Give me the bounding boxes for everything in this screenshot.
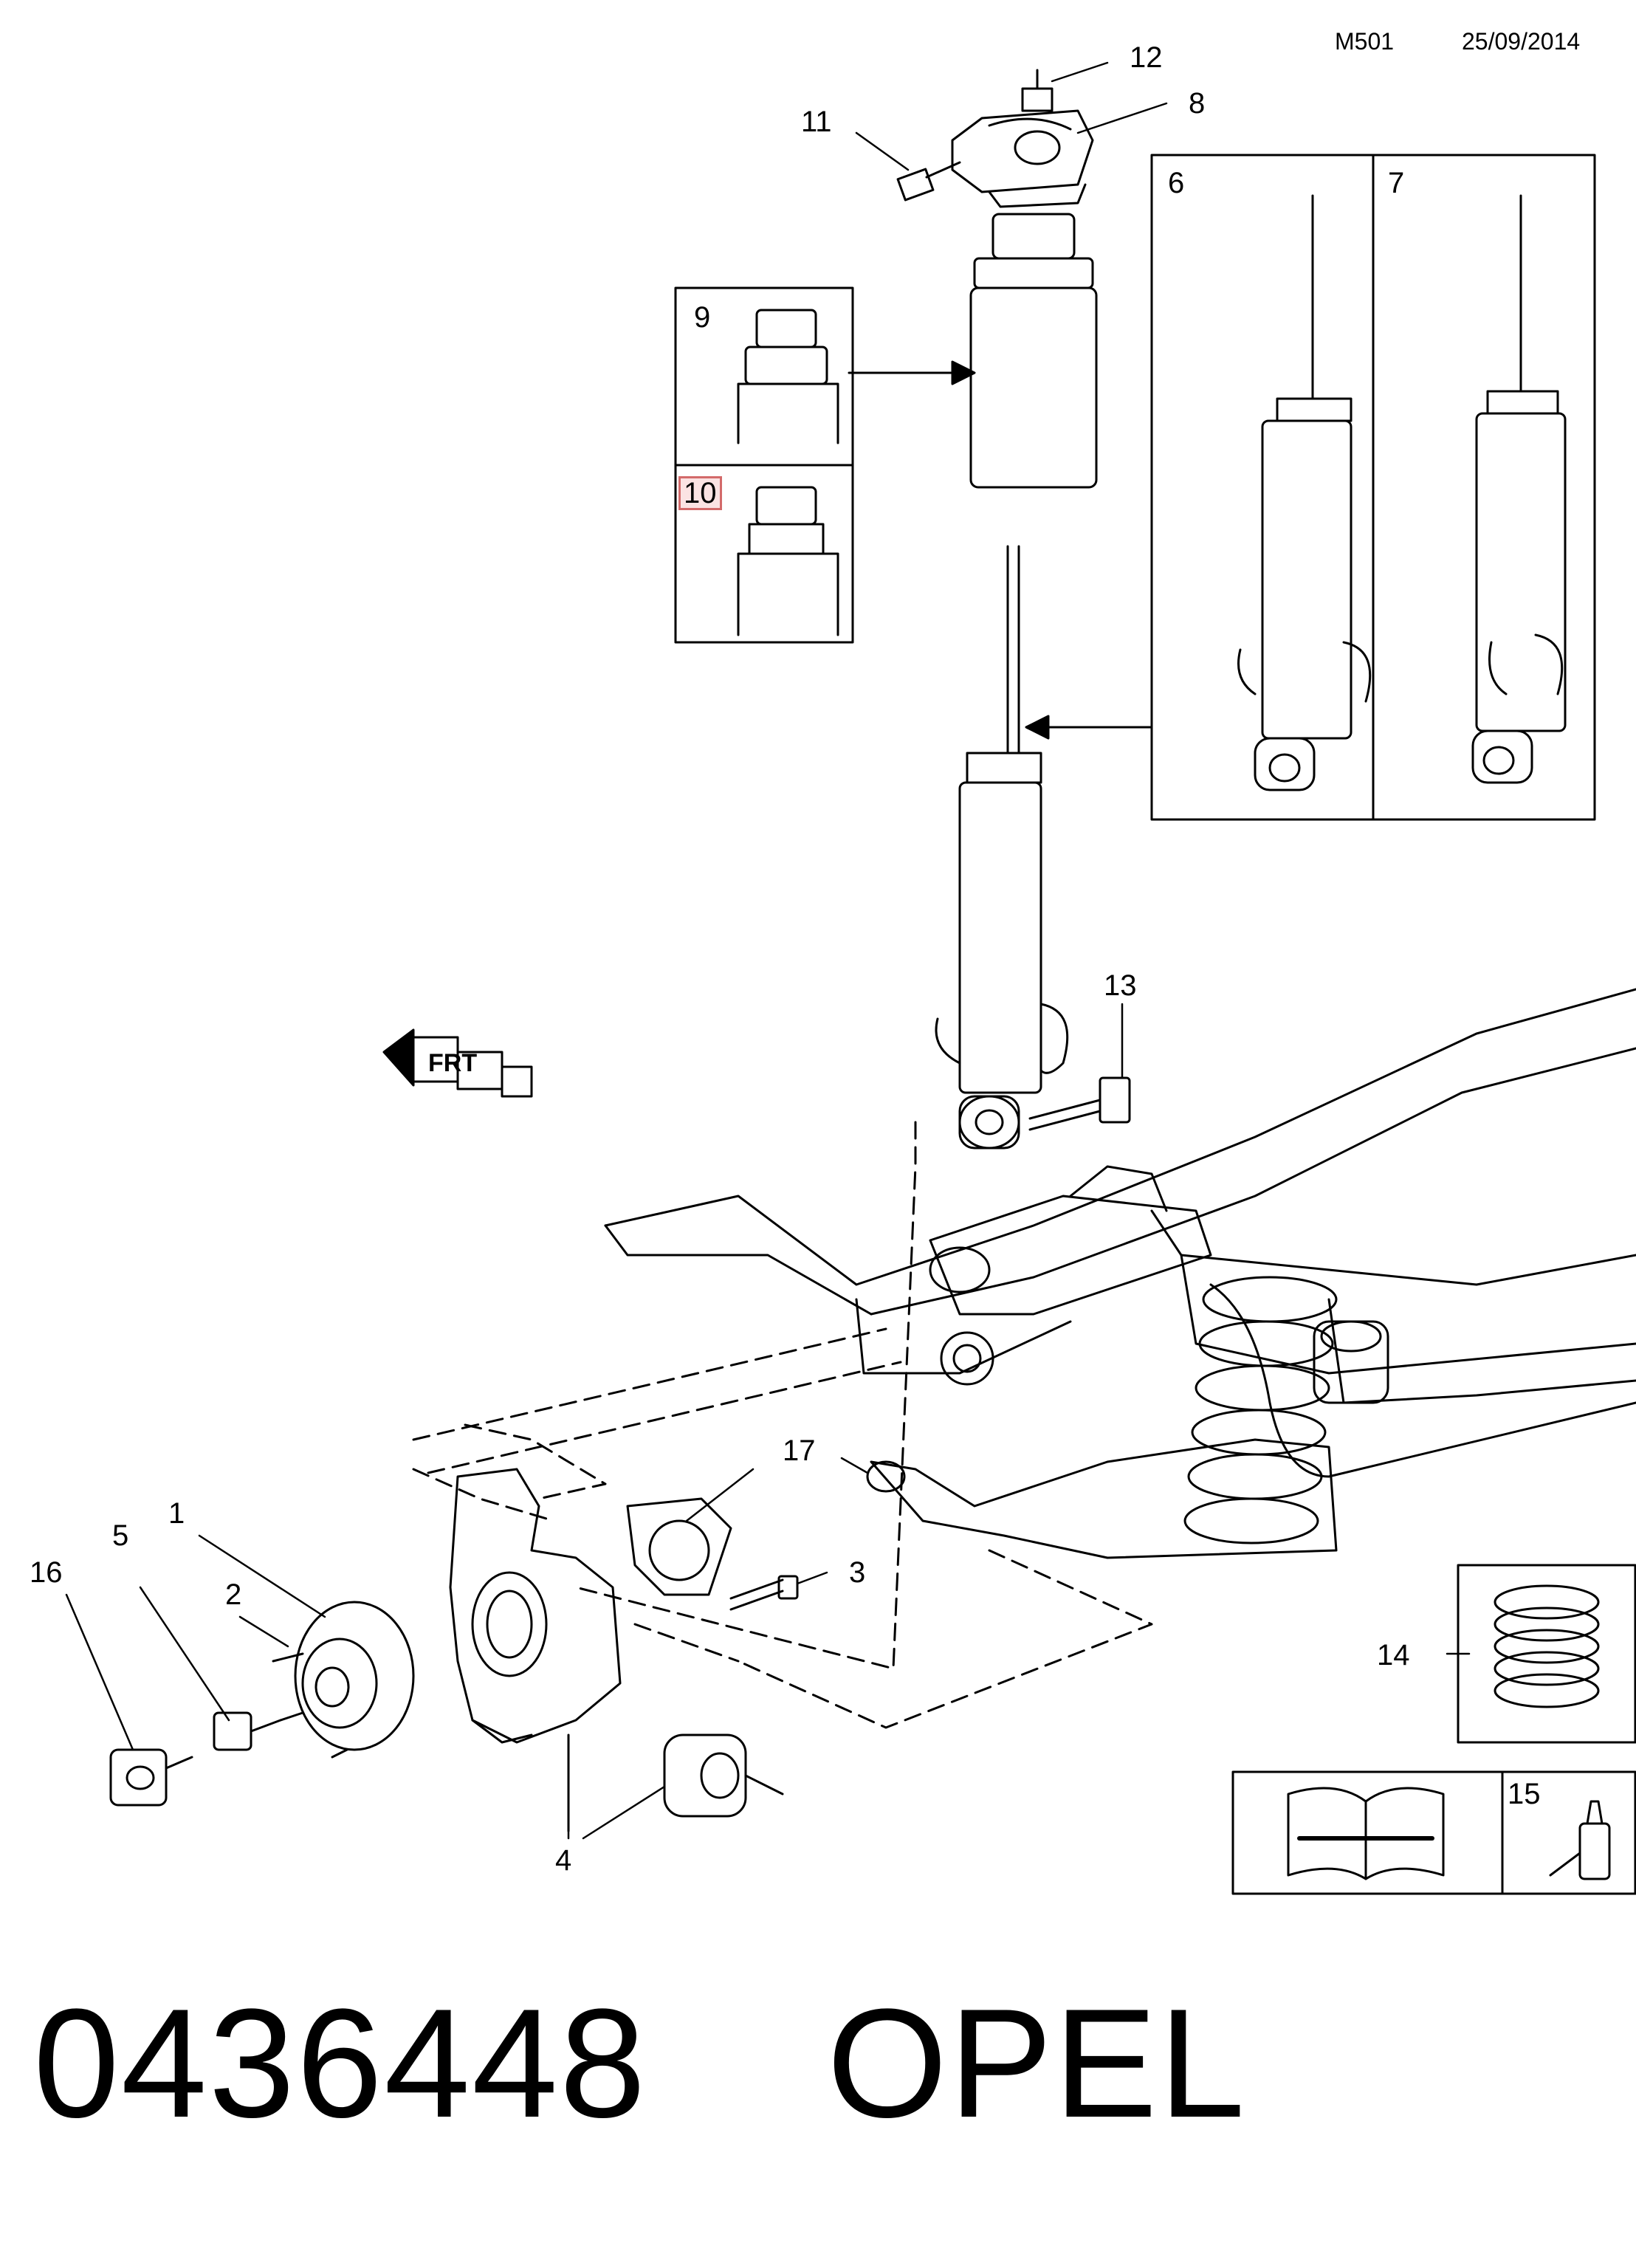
front-direction-arrow (382, 1028, 533, 1098)
bolt-13 (1028, 1076, 1131, 1131)
manual-icon (1287, 1787, 1445, 1880)
leader-lines (65, 61, 1471, 1840)
bolt-3 (729, 1575, 799, 1611)
callout-2: 2 (225, 1578, 242, 1611)
hub-nut (213, 1711, 282, 1751)
callout-10: 10 (678, 476, 722, 510)
exploded-parts-diagram (65, 61, 1636, 1895)
callout-8: 8 (1189, 87, 1206, 120)
steering-knuckle (449, 1468, 622, 1832)
callout-4: 4 (555, 1844, 572, 1877)
callout-11: 11 (801, 106, 832, 138)
shock-variant-7 (1471, 194, 1567, 784)
callout-16: 16 (30, 1556, 63, 1589)
callout-9: 9 (694, 301, 711, 334)
callout-17: 17 (783, 1434, 816, 1467)
dashed-connectors (412, 1121, 1153, 1729)
callout-6: 6 (1168, 167, 1185, 199)
bushing-lower (663, 1733, 784, 1818)
spring-insulator-14 (1494, 1584, 1600, 1708)
frt-label: FRT (428, 1049, 478, 1077)
callout-13: 13 (1104, 969, 1137, 1002)
callout-15: 15 (1508, 1778, 1541, 1810)
nut-12 (1021, 69, 1054, 112)
callout-1: 1 (168, 1497, 185, 1530)
part-number: 0436448 (33, 1976, 647, 2150)
bolt-11 (896, 161, 961, 202)
rear-subframe (604, 988, 1636, 1559)
dust-boot-upper (969, 213, 1098, 489)
callout-14: 14 (1377, 1639, 1410, 1671)
sealant-bottle-icon (1549, 1800, 1611, 1880)
brand-name: OPEL (827, 1976, 1247, 2150)
upper-mount-bracket (951, 109, 1094, 208)
hub-cap (109, 1748, 193, 1807)
callout-3: 3 (849, 1556, 866, 1589)
diagram-code: M501 (1335, 28, 1395, 55)
callout-5: 5 (112, 1519, 129, 1552)
backing-plate (626, 1497, 732, 1596)
callout-7: 7 (1388, 167, 1405, 199)
callout-12: 12 (1130, 41, 1163, 74)
shock-variant-6 (1237, 194, 1372, 791)
shock-absorber-main (935, 545, 1069, 1150)
diagram-date: 25/09/2014 (1462, 28, 1581, 55)
wheel-hub (272, 1601, 415, 1759)
